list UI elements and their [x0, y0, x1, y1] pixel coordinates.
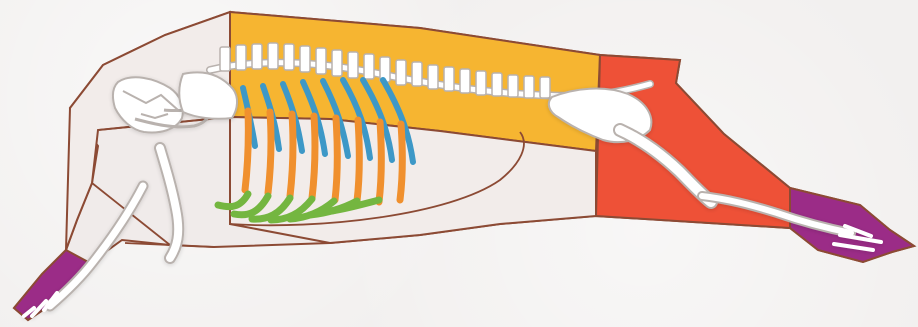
vertebra — [428, 65, 438, 89]
vertebra — [220, 47, 230, 71]
vertebra — [492, 73, 502, 96]
rib-orange — [245, 111, 248, 190]
vertebra — [300, 46, 310, 72]
rib-orange — [312, 116, 315, 198]
vertebra — [524, 76, 534, 98]
vertebra — [252, 44, 262, 69]
vertebra — [236, 45, 246, 70]
vertebra — [476, 71, 486, 95]
vertebra — [396, 60, 406, 85]
vertebra — [508, 75, 518, 97]
vertebra — [348, 52, 358, 78]
vertebra — [332, 50, 342, 76]
vertebra — [268, 43, 278, 69]
vertebra — [364, 54, 374, 79]
vertebra — [444, 67, 454, 91]
rib-orange — [335, 118, 337, 200]
rib-orange — [290, 114, 293, 196]
vertebra — [412, 62, 422, 86]
rib-orange — [400, 124, 402, 200]
vertebra — [460, 69, 470, 93]
rib-orange — [268, 112, 271, 193]
vertebra — [540, 77, 550, 98]
rib-orange — [379, 122, 381, 202]
rib-orange — [357, 120, 359, 201]
vertebra — [284, 44, 294, 70]
vertebra — [316, 48, 326, 74]
